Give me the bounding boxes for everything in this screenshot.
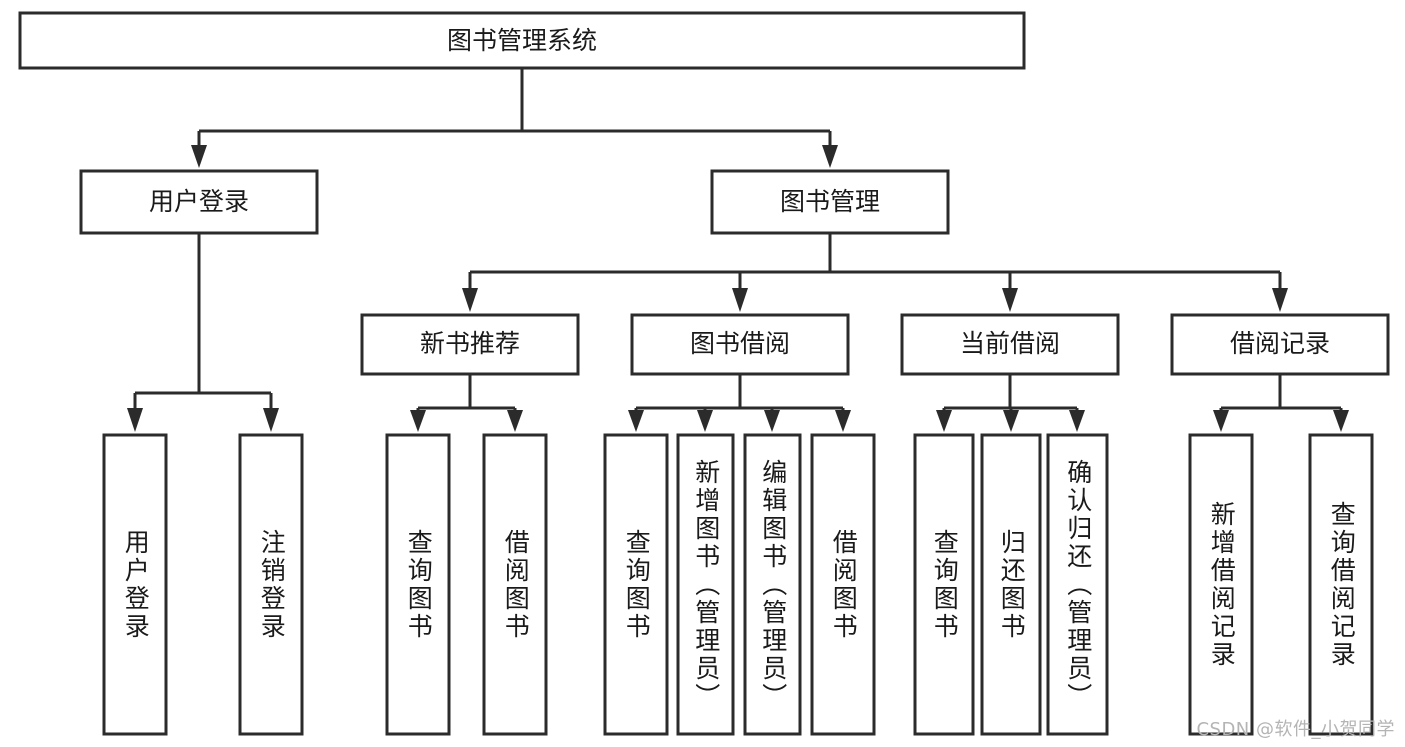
arrow-root-to-book-manage xyxy=(822,145,838,168)
node-borrow-record-label: 借阅记录 xyxy=(1230,329,1330,358)
arrow-cb-l3 xyxy=(1069,410,1085,432)
node-new-book-rec-box[interactable] xyxy=(360,313,580,376)
node-book-borrow[interactable]: 图书借阅 xyxy=(630,313,850,376)
arrow-bm-to-current-borrow xyxy=(1002,288,1018,312)
leaf-add-record-box[interactable] xyxy=(1188,433,1254,736)
arrow-bm-to-book-borrow xyxy=(732,288,748,312)
arrow-bb-l4 xyxy=(835,410,851,432)
connectors-new-book-rec-to-leaves xyxy=(410,374,523,432)
arrow-bb-l2 xyxy=(697,410,713,432)
connectors-user-login-to-leaves xyxy=(127,233,279,432)
arrow-nbr-l2 xyxy=(507,410,523,432)
arrow-br-l1 xyxy=(1213,410,1229,432)
leaf-query-book-rec-box[interactable] xyxy=(385,433,451,736)
csdn-watermark: CSDN @软件_小贺同学 xyxy=(1196,719,1395,740)
node-user-login[interactable]: 用户登录 xyxy=(79,169,319,235)
arrow-user-login-l1 xyxy=(127,408,143,432)
leaf-query-record-box[interactable] xyxy=(1308,433,1374,736)
leaf-add-book-box[interactable] xyxy=(676,433,735,736)
node-book-manage-box[interactable] xyxy=(710,169,950,235)
node-current-borrow[interactable]: 当前借阅 xyxy=(900,313,1120,376)
node-book-borrow-label: 图书借阅 xyxy=(690,329,790,358)
node-current-borrow-label: 当前借阅 xyxy=(960,329,1060,358)
leaf-borrow-book-rec-box[interactable] xyxy=(482,433,548,736)
node-new-book-rec[interactable]: 新书推荐 xyxy=(360,313,580,376)
arrow-bb-l3 xyxy=(764,410,780,432)
node-root[interactable]: 图书管理系统 xyxy=(18,11,1026,70)
leaf-user-login-box[interactable] xyxy=(102,433,168,736)
node-book-borrow-box[interactable] xyxy=(630,313,850,376)
node-root-label: 图书管理系统 xyxy=(447,26,597,55)
node-root-box[interactable] xyxy=(18,11,1026,70)
node-user-login-box[interactable] xyxy=(79,169,319,235)
node-user-login-label: 用户登录 xyxy=(149,187,249,216)
arrow-br-l2 xyxy=(1333,410,1349,432)
arrow-cb-l2 xyxy=(1003,410,1019,432)
leaf-boxes xyxy=(102,433,1374,736)
leaf-logout-box[interactable] xyxy=(238,433,304,736)
leaf-confirm-return-box[interactable] xyxy=(1046,433,1109,736)
leaf-query-book-cur-box[interactable] xyxy=(913,433,975,736)
arrow-root-to-user-login xyxy=(191,145,207,168)
node-borrow-record-box[interactable] xyxy=(1170,313,1390,376)
node-book-manage[interactable]: 图书管理 xyxy=(710,169,950,235)
arrow-bb-l1 xyxy=(628,410,644,432)
leaf-edit-book-box[interactable] xyxy=(743,433,802,736)
node-new-book-rec-label: 新书推荐 xyxy=(420,329,520,358)
node-book-manage-label: 图书管理 xyxy=(780,187,880,216)
arrow-bm-to-borrow-record xyxy=(1272,288,1288,312)
connectors-root-to-level1 xyxy=(191,68,838,168)
arrow-nbr-l1 xyxy=(410,410,426,432)
arrow-user-login-l2 xyxy=(263,408,279,432)
leaf-return-book-box[interactable] xyxy=(980,433,1042,736)
leaf-borrow-book-bo-box[interactable] xyxy=(810,433,876,736)
arrow-bm-to-new-book-rec xyxy=(462,288,478,312)
node-current-borrow-box[interactable] xyxy=(900,313,1120,376)
connectors-book-manage-to-level2 xyxy=(462,233,1288,312)
leaf-query-book-bo-box[interactable] xyxy=(603,433,669,736)
node-borrow-record[interactable]: 借阅记录 xyxy=(1170,313,1390,376)
connectors-current-borrow-to-leaves xyxy=(936,374,1085,432)
connectors-borrow-record-to-leaves xyxy=(1213,374,1349,432)
arrow-cb-l1 xyxy=(936,410,952,432)
connectors-book-borrow-to-leaves xyxy=(628,374,851,432)
